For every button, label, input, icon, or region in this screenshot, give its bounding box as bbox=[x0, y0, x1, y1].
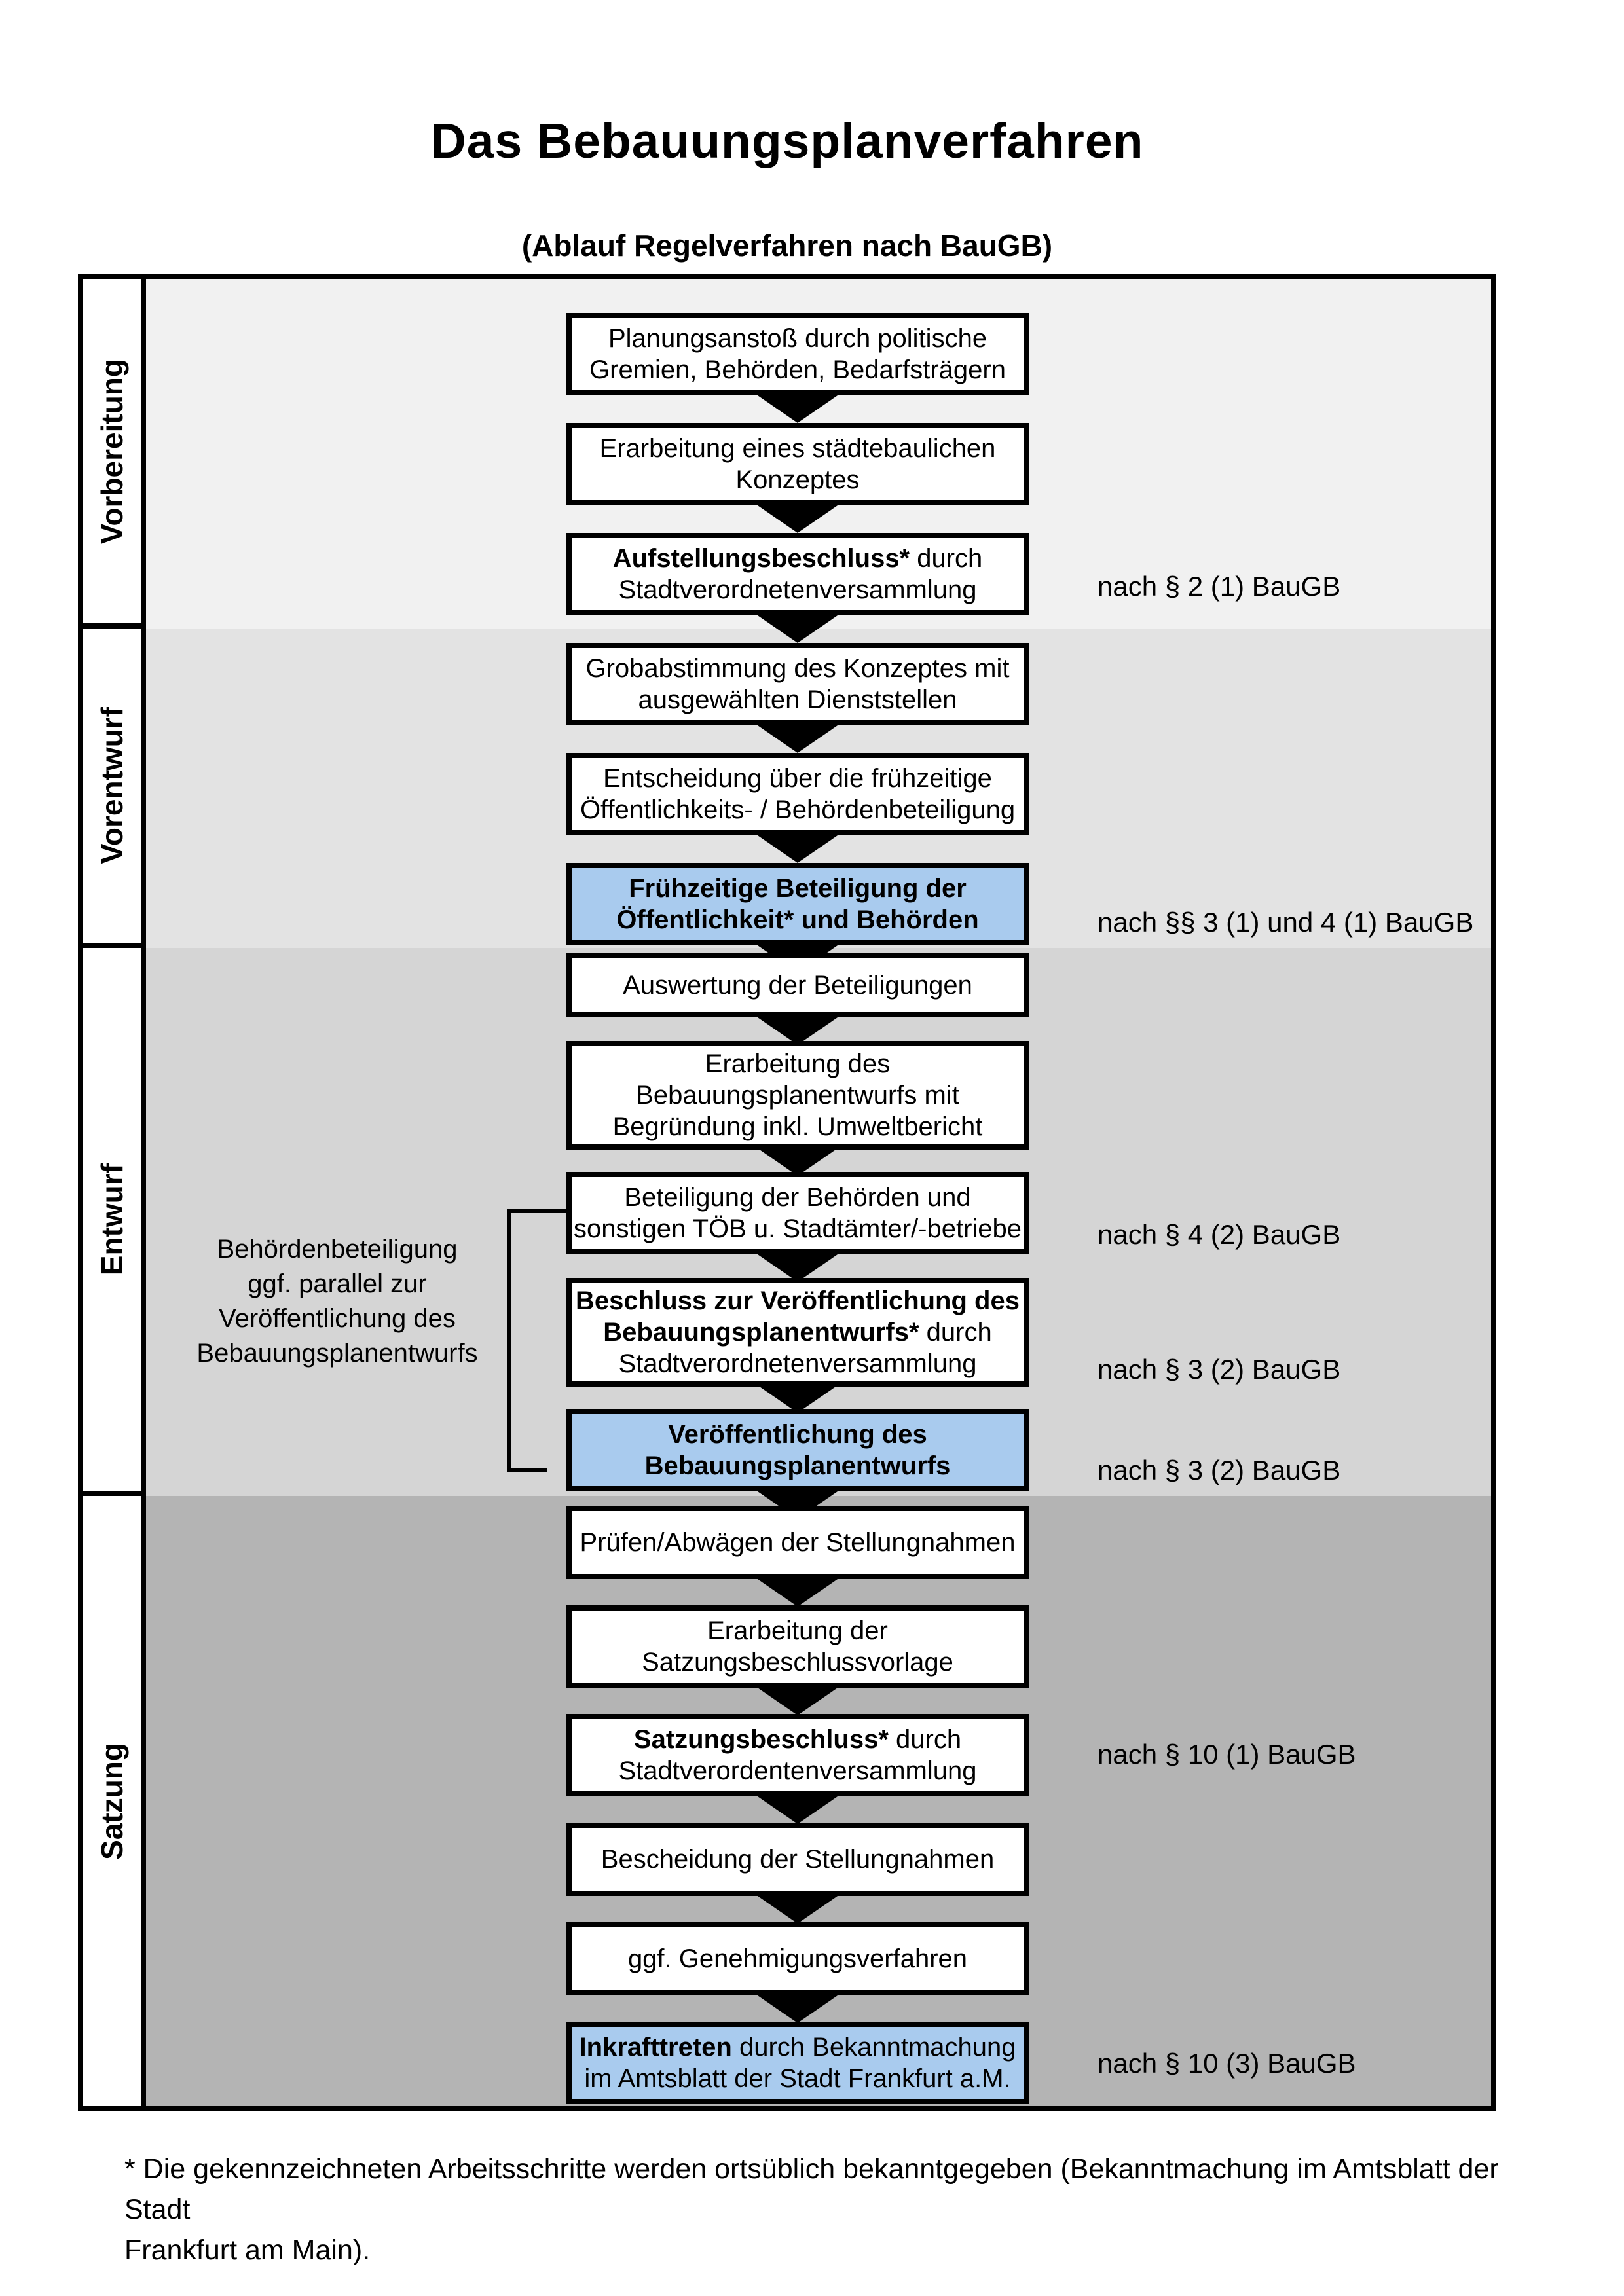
flow-step-veroeffentlichung: Veröffentlichung des Bebauungsplanentwur… bbox=[566, 1409, 1029, 1491]
down-arrow-icon bbox=[756, 1384, 840, 1413]
flow-step-entwurf-erarbeitung: Erarbeitung des Bebauungsplanentwurfs mi… bbox=[566, 1041, 1029, 1150]
phase-label-cell-satzung: Satzung bbox=[83, 1496, 146, 2106]
flow-step-text: Grobabstimmung des Konzeptes mit ausgewä… bbox=[585, 654, 1010, 714]
flow-step-auswertung: Auswertung der Beteiligungen bbox=[566, 953, 1029, 1017]
down-arrow-icon bbox=[756, 504, 840, 533]
down-arrow-icon bbox=[756, 834, 840, 863]
annotation-baugb: nach § 10 (3) BauGB bbox=[1098, 2048, 1356, 2079]
flow-step-veroeffentlichungsbeschluss: Beschluss zur Veröffentlichung des Bebau… bbox=[566, 1278, 1029, 1387]
side-note: Behördenbeteiligung ggf. parallel zur Ve… bbox=[196, 1235, 478, 1368]
flow-step-aufstellungsbeschluss: Aufstellungsbeschluss* durch Stadtverord… bbox=[566, 533, 1029, 615]
flow-step-bescheidung: Bescheidung der Stellungnahmen bbox=[566, 1823, 1029, 1896]
flow-step-pruefen-abwaegen: Prüfen/Abwägen der Stellungnahmen bbox=[566, 1506, 1029, 1579]
annotation-baugb: nach § 3 (2) BauGB bbox=[1098, 1354, 1341, 1385]
phase-label-vorbereitung: Vorbereitung bbox=[95, 358, 129, 544]
annotation-baugb: nach § 10 (1) BauGB bbox=[1098, 1739, 1356, 1770]
flow-step-text: Frühzeitige Beteiligung der Öffentlichke… bbox=[616, 874, 979, 934]
down-arrow-icon bbox=[756, 1253, 840, 1282]
flow-step-text: Aufstellungsbeschluss* durch Stadtverord… bbox=[612, 544, 983, 604]
flow-step-text: ggf. Genehmigungsverfahren bbox=[627, 1944, 968, 1973]
down-arrow-icon bbox=[756, 1895, 840, 1923]
flow-step-text: Beschluss zur Veröffentlichung des Bebau… bbox=[576, 1286, 1020, 1378]
phase-label-satzung: Satzung bbox=[95, 1742, 129, 1860]
down-arrow-icon bbox=[756, 1994, 840, 2023]
page-subtitle: (Ablauf Regelverfahren nach BauGB) bbox=[521, 228, 1053, 263]
flow-step-genehmigungsverfahren: ggf. Genehmigungsverfahren bbox=[566, 1922, 1029, 1995]
footnote: * Die gekennzeichneten Arbeitsschritte w… bbox=[124, 2153, 1499, 2266]
flow-step-grobabstimmung: Grobabstimmung des Konzeptes mit ausgewä… bbox=[566, 643, 1029, 725]
flow-step-fruehzeitige-beteiligung: Frühzeitige Beteiligung der Öffentlichke… bbox=[566, 863, 1029, 945]
connector-line-vertical bbox=[507, 1209, 511, 1470]
phase-label-entwurf: Entwurf bbox=[95, 1163, 129, 1276]
connector-line-bottom bbox=[507, 1468, 547, 1472]
flow-step-text: Bescheidung der Stellungnahmen bbox=[600, 1845, 995, 1874]
annotation-baugb: nach §§ 3 (1) und 4 (1) BauGB bbox=[1098, 907, 1474, 938]
flow-step-behoerden-beteiligung: Beteiligung der Behörden und sonstigen T… bbox=[566, 1172, 1029, 1254]
annotation-baugb: nach § 4 (2) BauGB bbox=[1098, 1219, 1341, 1250]
flow-step-text: Inkrafttreten durch Bekanntmachung im Am… bbox=[579, 2033, 1016, 2093]
flow-step-text: Auswertung der Beteiligungen bbox=[623, 971, 972, 1000]
flow-step-text: Erarbeitung des Bebauungsplanentwurfs mi… bbox=[612, 1049, 983, 1141]
phase-label-cell-vorbereitung: Vorbereitung bbox=[83, 279, 146, 629]
down-arrow-icon bbox=[756, 1686, 840, 1715]
flow-step-text: Erarbeitung der Satzungsbeschlussvorlage bbox=[642, 1616, 953, 1677]
phase-label-vorentwurf: Vorentwurf bbox=[95, 707, 129, 864]
flow-step-entscheidung-beteiligung: Entscheidung über die frühzeitige Öffent… bbox=[566, 753, 1029, 835]
down-arrow-icon bbox=[756, 1795, 840, 1824]
down-arrow-icon bbox=[756, 614, 840, 643]
flow-step-inkrafttreten: Inkrafttreten durch Bekanntmachung im Am… bbox=[566, 2022, 1029, 2104]
flow-step-satzungsbeschluss: Satzungsbeschluss* durch Stadtverordente… bbox=[566, 1714, 1029, 1796]
down-arrow-icon bbox=[756, 724, 840, 753]
flow-step-satzungsvorlage: Erarbeitung der Satzungsbeschlussvorlage bbox=[566, 1605, 1029, 1688]
phase-label-cell-vorentwurf: Vorentwurf bbox=[83, 629, 146, 948]
down-arrow-icon bbox=[756, 1016, 840, 1045]
down-arrow-icon bbox=[756, 1578, 840, 1607]
down-arrow-icon bbox=[756, 394, 840, 423]
flow-step-text: Planungsanstoß durch politische Gremien,… bbox=[589, 324, 1006, 384]
flow-step-text: Beteiligung der Behörden und sonstigen T… bbox=[573, 1183, 1022, 1243]
down-arrow-icon bbox=[756, 1147, 840, 1176]
connector-line-top bbox=[507, 1209, 566, 1213]
flow-step-text: Veröffentlichung des Bebauungsplanentwur… bbox=[644, 1420, 951, 1480]
flow-step-text: Entscheidung über die frühzeitige Öffent… bbox=[580, 764, 1016, 824]
annotation-baugb: nach § 2 (1) BauGB bbox=[1098, 571, 1341, 602]
flow-step-text: Erarbeitung eines städtebaulichen Konzep… bbox=[599, 434, 996, 494]
annotation-baugb: nach § 3 (2) BauGB bbox=[1098, 1455, 1341, 1485]
flow-step-text: Satzungsbeschluss* durch Stadtverordente… bbox=[618, 1725, 977, 1785]
flow-step-planungsanstoss: Planungsanstoß durch politische Gremien,… bbox=[566, 313, 1029, 395]
phase-label-cell-entwurf: Entwurf bbox=[83, 948, 146, 1496]
page-title: Das Bebauungsplanverfahren bbox=[430, 113, 1144, 168]
flow-step-text: Prüfen/Abwägen der Stellungnahmen bbox=[580, 1528, 1016, 1557]
flow-step-konzept-erarbeitung: Erarbeitung eines städtebaulichen Konzep… bbox=[566, 423, 1029, 505]
